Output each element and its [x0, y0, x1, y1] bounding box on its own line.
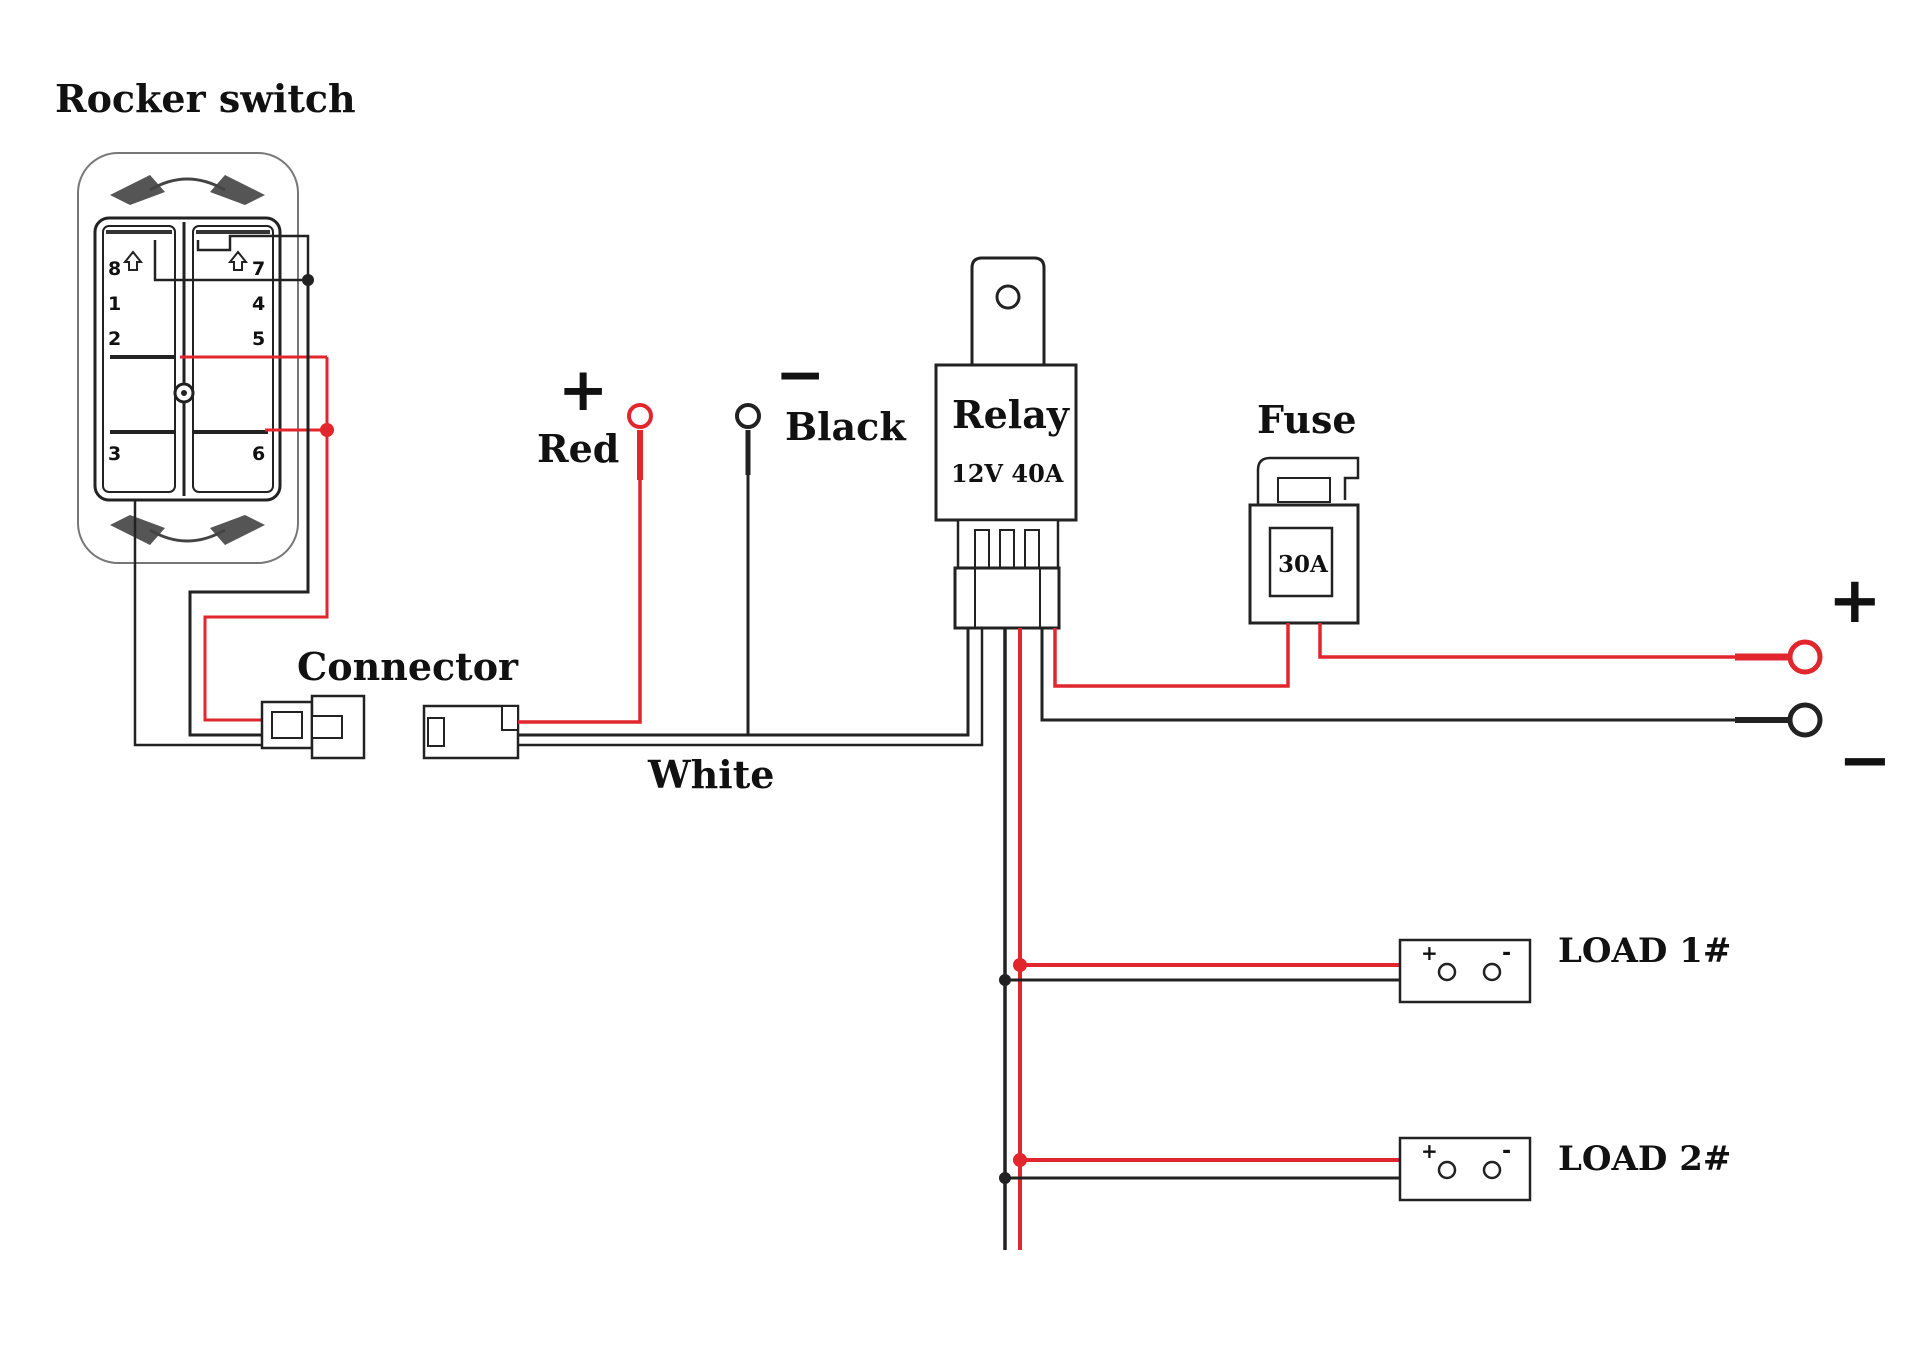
- svg-text:+: +: [1421, 941, 1438, 965]
- fuse: 30A Fuse: [1248, 397, 1360, 625]
- battery-wires: [1040, 623, 1823, 738]
- pin-label-7: 7: [252, 258, 265, 280]
- svg-text:-: -: [1502, 941, 1511, 966]
- black-ring-terminal: [735, 403, 761, 429]
- connector-male: [260, 694, 366, 760]
- connector-female: [422, 704, 520, 760]
- black-wire-label: Black: [785, 404, 906, 449]
- pin-label-1: 1: [108, 293, 121, 315]
- red-wire-label: Red: [537, 426, 619, 471]
- red-plus-symbol: +: [558, 355, 608, 425]
- relay-label: Relay: [952, 392, 1070, 437]
- fuse-label: Fuse: [1257, 397, 1357, 442]
- white-wire-label: White: [647, 752, 774, 797]
- svg-text:-: -: [1502, 1139, 1511, 1164]
- pin-label-5: 5: [252, 328, 265, 350]
- up-arrow-icon: [227, 250, 249, 271]
- load-2: + - LOAD 2#: [1398, 1136, 1731, 1202]
- load-1-label: LOAD 1#: [1558, 931, 1731, 971]
- battery-minus-symbol: −: [1838, 724, 1892, 798]
- fuse-rating: 30A: [1278, 551, 1329, 578]
- pin-label-3: 3: [108, 443, 121, 465]
- relay-mount-hole: [995, 284, 1021, 310]
- up-arrow-icon: [122, 250, 144, 271]
- black-minus-symbol: −: [775, 340, 825, 410]
- pin-label-4: 4: [252, 293, 265, 315]
- switch-to-connector-wires: [133, 280, 329, 747]
- svg-text:+: +: [1421, 1139, 1438, 1163]
- connector-label: Connector: [297, 644, 519, 689]
- pin-label-2: 2: [108, 328, 121, 350]
- pin-label-8: 8: [108, 258, 121, 280]
- battery-negative-terminal: [1787, 702, 1823, 738]
- rocker-switch: 8 7 1 4 2 5 3 6: [77, 152, 299, 564]
- battery-positive-terminal: [1787, 639, 1823, 675]
- load-2-label: LOAD 2#: [1558, 1139, 1731, 1179]
- pin-label-6: 6: [252, 443, 265, 465]
- relay: Relay 12V 40A: [934, 256, 1078, 630]
- relay-rating: 12V 40A: [951, 459, 1064, 488]
- trigger-wires: [518, 403, 984, 747]
- battery-plus-symbol: +: [1828, 564, 1882, 638]
- rocker-switch-label: Rocker switch: [55, 76, 356, 121]
- red-ring-terminal: [627, 403, 653, 429]
- load-1: + - LOAD 1#: [1398, 931, 1731, 1004]
- load-bus-wires: [999, 628, 1400, 1250]
